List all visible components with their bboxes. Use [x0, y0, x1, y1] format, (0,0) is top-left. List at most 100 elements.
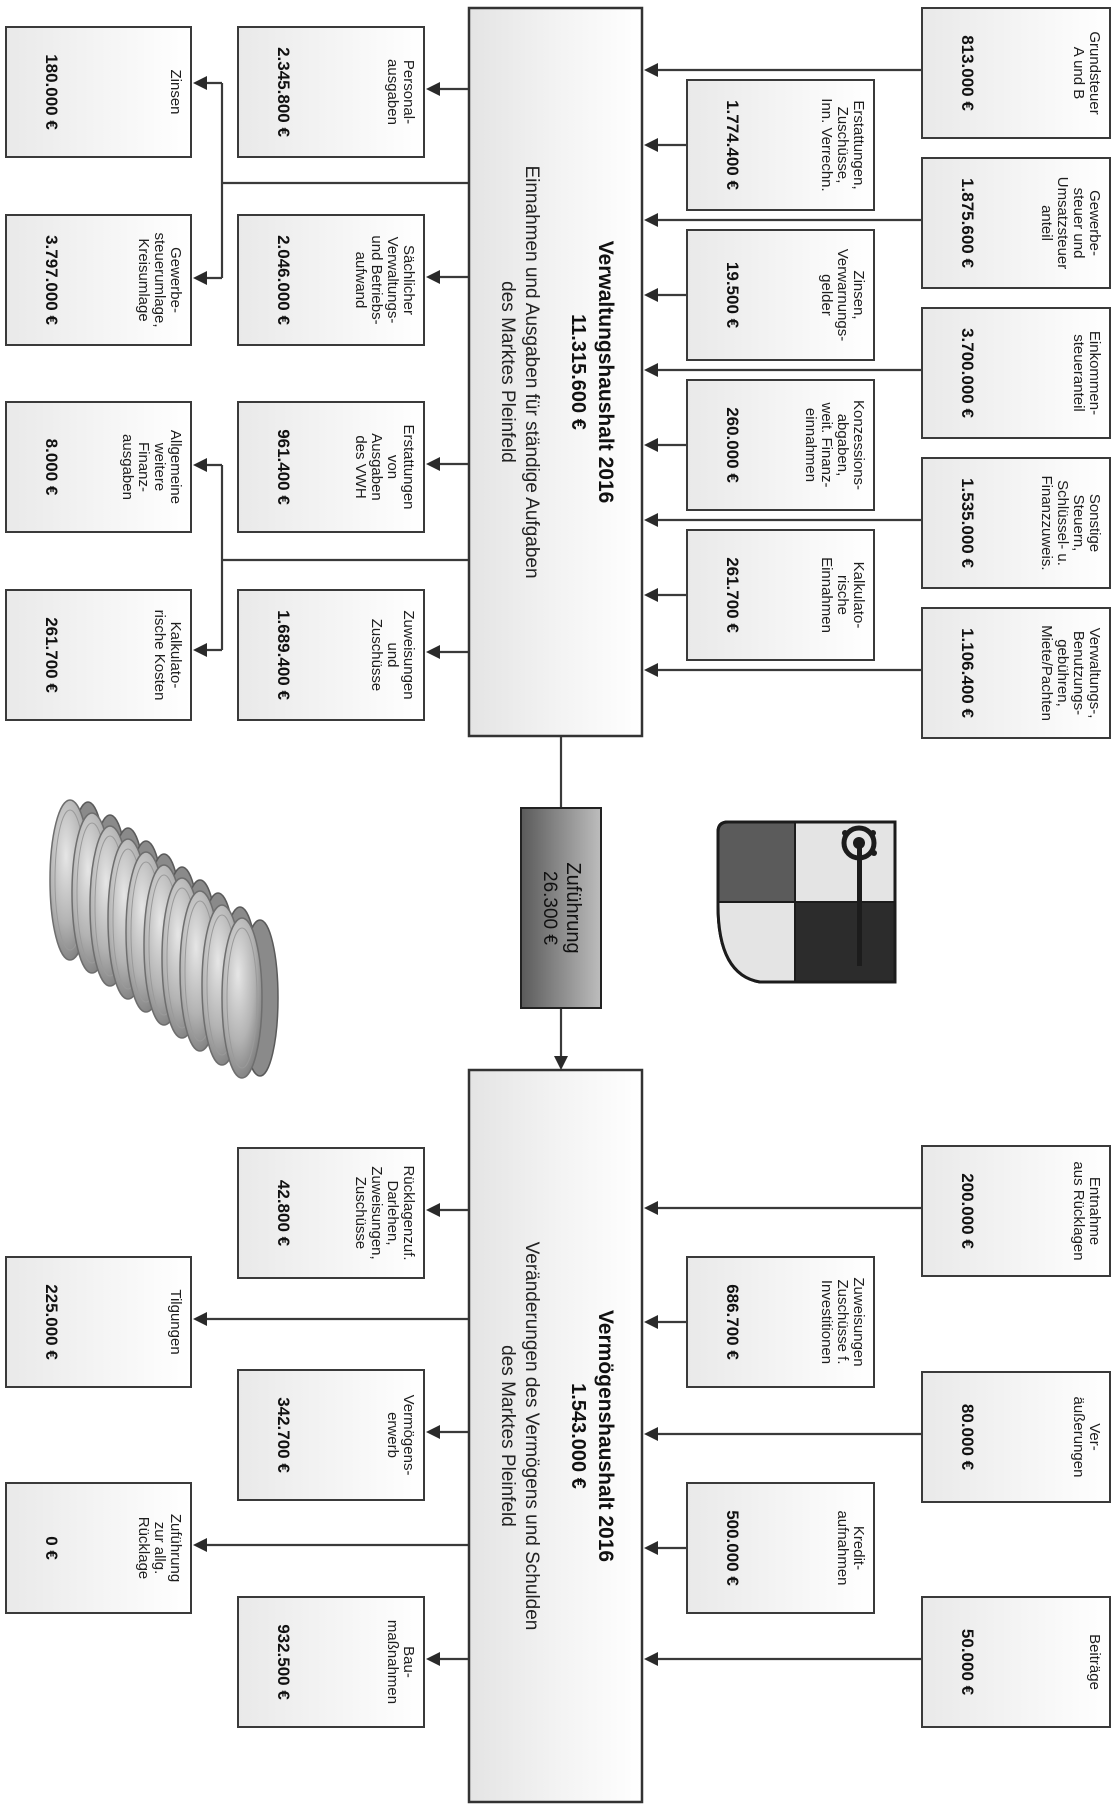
item-box — [5, 1256, 192, 1388]
item-value: 961.400 € — [274, 429, 293, 505]
item-label-line: Zinsen, — [850, 270, 867, 319]
item-box — [921, 7, 1111, 139]
item-box — [686, 1482, 875, 1614]
item-label-line: Zuführung — [167, 1514, 184, 1582]
arrowhead-left — [193, 271, 207, 285]
item-label-line: Darlehen, — [384, 1180, 401, 1245]
item-label-line: Gewerbe- — [1086, 190, 1103, 256]
arrowhead-left — [644, 1652, 658, 1666]
item-label-line: gebühren, — [1054, 639, 1071, 707]
item-label-line: A und B — [1070, 47, 1087, 100]
item-box — [921, 457, 1111, 589]
item-label-line: Tilgungen — [167, 1289, 184, 1354]
item-label-line: Grundsteuer — [1086, 31, 1103, 114]
connector-lines — [205, 68, 922, 1661]
item-value: 1.689.400 € — [274, 610, 293, 700]
item-label-line: steuer und — [1070, 188, 1087, 259]
vermoegen-total: 1.543.000 € — [567, 1383, 589, 1489]
arrowhead-left — [426, 270, 440, 284]
arrowhead-left — [193, 76, 207, 90]
item-label-line: Ver- — [1086, 1423, 1103, 1451]
item-label-line: aus Rücklagen — [1070, 1161, 1087, 1260]
item-label-line: Verwaltungs-, — [1086, 628, 1103, 719]
item-box — [5, 26, 192, 158]
item-label-line: Sonstige — [1086, 494, 1103, 552]
vw-income-inner-item: Konzessions-abgaben,weit. Finanz-einnahm… — [686, 379, 875, 511]
arrowhead-left — [426, 82, 440, 96]
item-label-line: Verwaltungs- — [384, 237, 401, 324]
item-label-line: aufwand — [352, 252, 369, 309]
item-label-line: Schlüssel- u. — [1054, 480, 1071, 566]
item-label-line: äußerungen — [1070, 1397, 1087, 1478]
item-box — [686, 1256, 875, 1388]
item-label-line: gelder — [818, 274, 835, 316]
coins-image — [49, 799, 279, 1079]
zufuehrung-label: Zuführung — [562, 862, 584, 953]
coin-rim — [226, 927, 258, 1069]
arrowhead-left — [193, 458, 207, 472]
verwaltung-subtitle-line-2: des Marktes Pleinfeld — [497, 281, 518, 463]
vermoegenshaushalt-box: Vermögenshaushalt 2016 1.543.000 € Verän… — [467, 1068, 644, 1804]
item-label-line: Kredit- — [850, 1526, 867, 1570]
item-value: 686.700 € — [723, 1284, 742, 1360]
item-value: 180.000 € — [42, 54, 61, 130]
arrowhead-left — [644, 138, 658, 152]
item-label-line: rische — [834, 575, 851, 615]
item-box — [686, 379, 875, 511]
item-label-line: Allgemeine — [167, 430, 184, 504]
vw-income-outer-item: Gewerbe-steuer undUmsatzsteueranteil1.87… — [921, 157, 1111, 289]
item-box — [921, 1145, 1111, 1277]
item-box — [237, 1369, 425, 1501]
arrowhead-left — [426, 1652, 440, 1666]
arrowhead-left — [644, 1201, 658, 1215]
item-label-line: Sächlicher — [400, 245, 417, 315]
item-label-line: Inn. Verrechn. — [818, 98, 835, 191]
item-box — [237, 1147, 425, 1279]
item-label-line: Miete/Pachten — [1038, 625, 1055, 721]
item-value: 2.345.800 € — [274, 47, 293, 137]
item-box — [5, 589, 192, 721]
vm-spend-inner-item: Rücklagenzuf.Darlehen,Zuweisungen,Zuschü… — [237, 1147, 425, 1279]
item-label-line: Personal- — [400, 60, 417, 124]
item-label-line: Beiträge — [1086, 1634, 1103, 1690]
item-label-line: Einnahmen — [818, 557, 835, 633]
item-label-line: ausgaben — [384, 59, 401, 125]
item-value: 932.500 € — [274, 1624, 293, 1700]
item-value: 3.700.000 € — [958, 328, 977, 418]
item-value: 342.700 € — [274, 1397, 293, 1473]
item-value: 1.774.400 € — [723, 100, 742, 190]
item-box — [5, 401, 192, 533]
vm-income-outer-item: Ver-äußerungen 80.000 € — [921, 1371, 1111, 1503]
arrowhead-left — [426, 645, 440, 659]
verwaltungshaushalt-box: Verwaltungshaushalt 2016 11.315.600 € Ei… — [467, 6, 644, 738]
arrowhead-left — [426, 1425, 440, 1439]
item-label-line: erwerb — [384, 1412, 401, 1458]
item-box — [686, 229, 875, 361]
item-label-line: Erstattungen — [400, 424, 417, 509]
arrowhead-left — [193, 1312, 207, 1326]
item-value: 0 € — [42, 1536, 61, 1560]
item-value: 80.000 € — [958, 1404, 977, 1471]
item-label-line: Rücklage — [135, 1517, 152, 1580]
item-label-line: Verwarnungs- — [834, 249, 851, 342]
arrowhead-left — [644, 513, 658, 527]
item-label-line: Konzessions- — [850, 400, 867, 490]
item-label-line: Zuschüsse — [368, 619, 385, 692]
arrowhead-left — [644, 213, 658, 227]
verwaltung-total: 11.315.600 € — [567, 314, 589, 430]
item-value: 50.000 € — [958, 1629, 977, 1696]
item-label-line: Kalkulato- — [850, 562, 867, 629]
item-label-line: Gewerbe- — [167, 247, 184, 313]
